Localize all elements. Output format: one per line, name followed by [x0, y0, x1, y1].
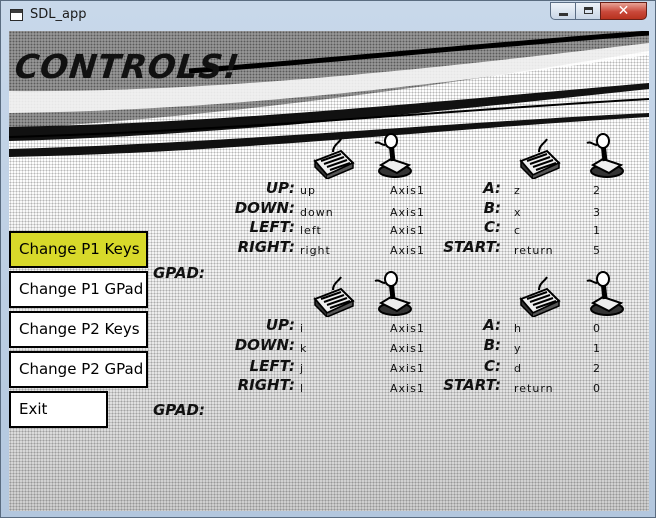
p2-b-pad: 1 — [593, 342, 601, 355]
maximize-icon — [584, 7, 593, 14]
change-p2-keys-button[interactable]: Change P2 Keys — [9, 311, 148, 348]
p2-start-label: START: — [443, 376, 501, 394]
joystick-icon — [586, 271, 624, 316]
p1-right-key: right — [300, 244, 331, 257]
p1-down-label: DOWN: — [234, 199, 295, 217]
p2-left-axis: Axis1 — [390, 362, 425, 375]
p1-c-pad: 1 — [593, 224, 601, 237]
p2-start-key: return — [514, 382, 554, 395]
change-p1-gpad-button[interactable]: Change P1 GPad — [9, 271, 148, 308]
page-title: CONTROLS! — [12, 47, 242, 86]
p1-down-key: down — [300, 206, 334, 219]
app-window-icon — [10, 9, 23, 21]
p2-b-label: B: — [483, 336, 501, 354]
p1-up-label: UP: — [265, 179, 295, 197]
p1-start-key: return — [514, 244, 554, 257]
p1-b-label: B: — [483, 199, 501, 217]
p2-gpad-label: GPAD: — [153, 401, 205, 419]
p1-b-pad: 3 — [593, 206, 601, 219]
p1-a-key: z — [514, 184, 521, 197]
p2-up-label: UP: — [265, 316, 295, 334]
p1-left-axis: Axis1 — [390, 224, 425, 237]
p2-c-key: d — [514, 362, 522, 375]
p1-up-axis: Axis1 — [390, 184, 425, 197]
exit-button[interactable]: Exit — [9, 391, 108, 428]
p1-left-key: left — [300, 224, 322, 237]
p2-down-key: k — [300, 342, 308, 355]
p2-start-pad: 0 — [593, 382, 601, 395]
p2-right-key: l — [300, 382, 305, 395]
p1-start-pad: 5 — [593, 244, 601, 257]
p2-down-label: DOWN: — [234, 336, 295, 354]
p1-left-label: LEFT: — [249, 218, 295, 236]
p2-down-axis: Axis1 — [390, 342, 425, 355]
p1-gpad-label: GPAD: — [153, 264, 205, 282]
p2-c-label: C: — [483, 357, 501, 375]
header-swoosh-graphic — [9, 31, 649, 157]
p1-right-label: RIGHT: — [237, 238, 295, 256]
p1-start-label: START: — [443, 238, 501, 256]
p1-right-axis: Axis1 — [390, 244, 425, 257]
change-p2-gpad-button[interactable]: Change P2 GPad — [9, 351, 148, 388]
keyboard-icon — [313, 276, 355, 317]
keyboard-icon — [313, 138, 355, 179]
window-controls: ✕ — [550, 2, 647, 21]
maximize-button[interactable] — [575, 2, 601, 20]
p2-c-pad: 2 — [593, 362, 601, 375]
p2-a-key: h — [514, 322, 522, 335]
title-bar[interactable]: SDL_app ✕ — [1, 1, 655, 30]
change-p1-keys-button[interactable]: Change P1 Keys — [9, 231, 148, 268]
minimize-icon — [559, 13, 568, 16]
p1-a-label: A: — [483, 179, 501, 197]
p1-b-key: x — [514, 206, 522, 219]
close-icon: ✕ — [617, 3, 630, 19]
game-canvas: CONTROLS! Change P1 Keys Change P1 GPad … — [9, 31, 649, 511]
p2-left-label: LEFT: — [249, 357, 295, 375]
p1-down-axis: Axis1 — [390, 206, 425, 219]
p2-up-axis: Axis1 — [390, 322, 425, 335]
p2-a-label: A: — [483, 316, 501, 334]
keyboard-icon — [519, 276, 561, 317]
joystick-icon — [374, 133, 412, 178]
p2-right-axis: Axis1 — [390, 382, 425, 395]
close-button[interactable]: ✕ — [600, 2, 647, 20]
header-banner: CONTROLS! — [9, 31, 649, 161]
p1-c-key: c — [514, 224, 522, 237]
window-title: SDL_app — [30, 7, 87, 22]
keyboard-icon — [519, 138, 561, 179]
p1-c-label: C: — [483, 218, 501, 236]
joystick-icon — [586, 133, 624, 178]
p1-a-pad: 2 — [593, 184, 601, 197]
p1-up-key: up — [300, 184, 316, 197]
joystick-icon — [374, 271, 412, 316]
p2-left-key: j — [300, 362, 305, 375]
p2-up-key: i — [300, 322, 305, 335]
minimize-button[interactable] — [550, 2, 576, 20]
p2-b-key: y — [514, 342, 522, 355]
p2-a-pad: 0 — [593, 322, 601, 335]
p2-right-label: RIGHT: — [237, 376, 295, 394]
